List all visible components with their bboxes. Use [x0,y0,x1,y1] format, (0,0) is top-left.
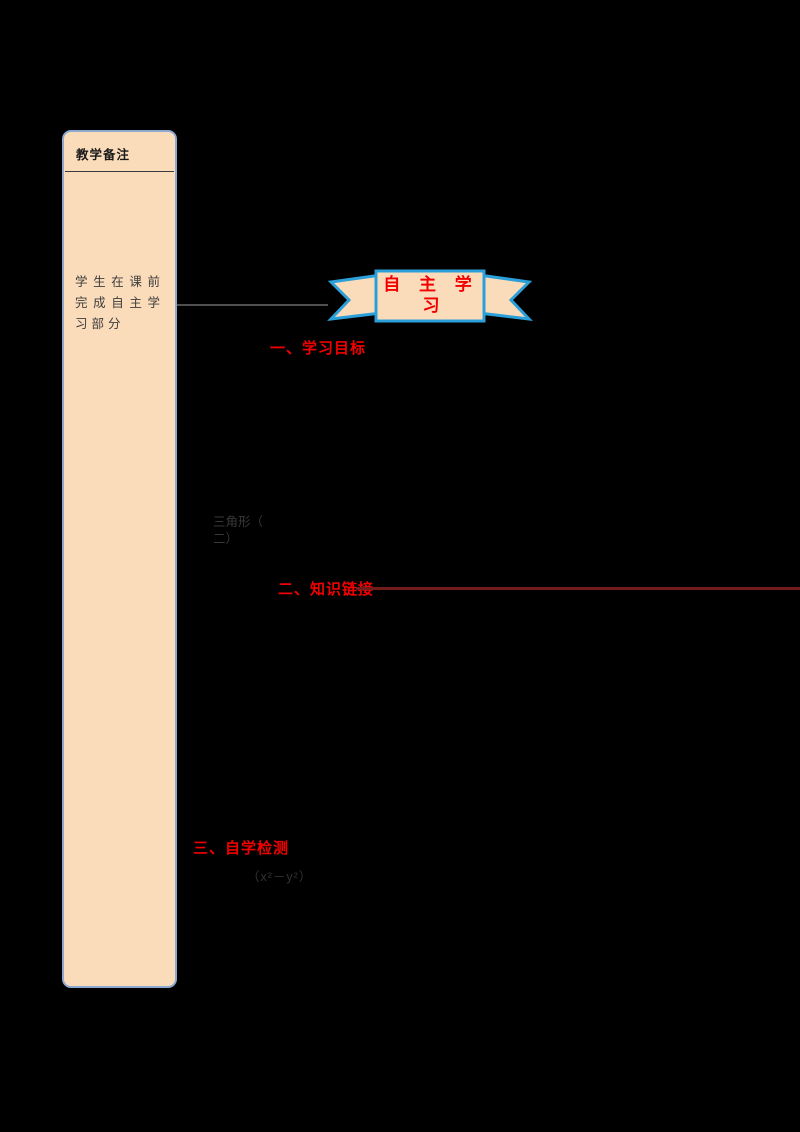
ribbon-banner-shape [327,269,533,323]
ribbon-right-tail [477,273,533,321]
ribbon-title-line1: 自 主 学 [383,275,479,294]
mid-note-line2: 二） [213,532,239,546]
mid-note-line1: 三角形（ [213,515,264,529]
bottom-note: （x²－y²） [247,870,313,884]
section-heading-3: 三、自学检测 [193,840,290,857]
teaching-notes-sidebar: 教学备注 学生在课前完成自主学习部分 [62,130,177,988]
mid-note: 三角形（ 二） [213,514,291,548]
ribbon-left-tail [327,273,383,321]
self-study-ribbon: 自 主 学 习 [323,263,537,335]
connector-line [177,304,328,306]
ribbon-title-line2: 习 [422,296,440,315]
sidebar-note-text: 学生在课前完成自主学习部分 [75,275,164,331]
ribbon-title: 自 主 学 习 [378,274,484,316]
sidebar-title: 教学备注 [76,148,131,162]
section-heading-2: 二、知识链接 [278,581,375,598]
ribbon-center-panel [374,269,486,323]
section-heading-1: 一、学习目标 [270,340,367,357]
section-2-rule [356,587,800,590]
sidebar-divider [65,171,174,172]
